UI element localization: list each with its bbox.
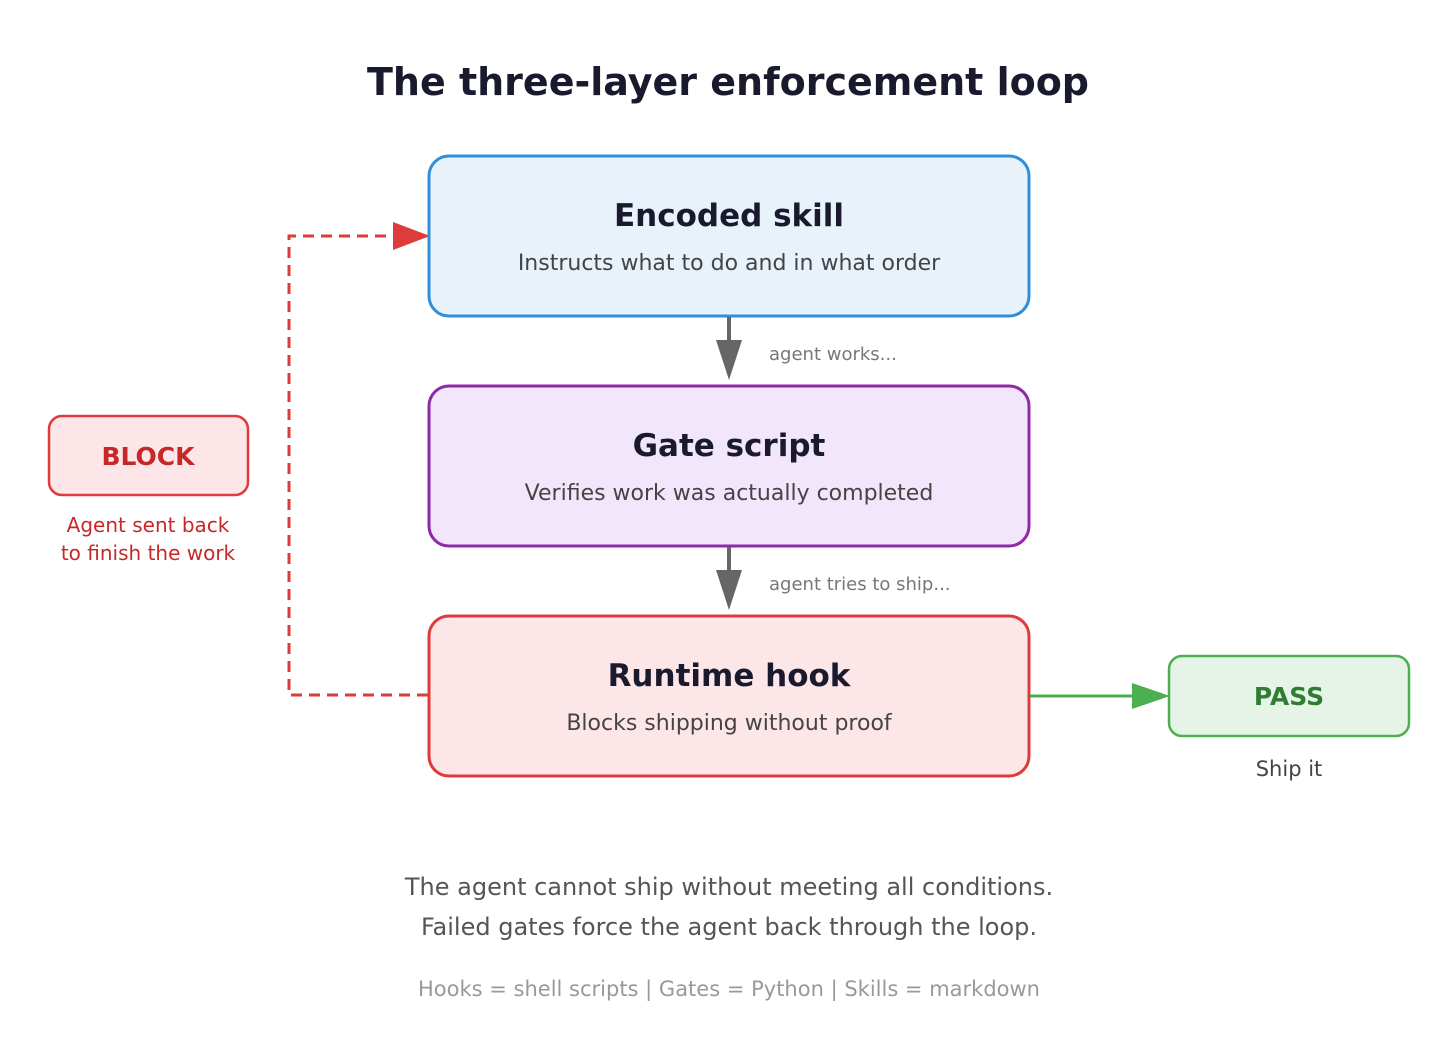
pass-box bbox=[1167, 654, 1411, 738]
step-label-agent-tries-to-ship: agent tries to ship... bbox=[769, 574, 951, 595]
pass-outcome: PASS Ship it bbox=[1167, 654, 1411, 781]
arrow-hook-to-pass-head bbox=[1132, 683, 1170, 709]
gate-script-box bbox=[427, 384, 1031, 548]
layer-runtime-hook: Runtime hook Blocks shipping without pro… bbox=[427, 614, 1031, 778]
diagram-title: The three-layer enforcement loop bbox=[367, 60, 1089, 104]
block-outcome: BLOCK Agent sent back to finish the work bbox=[47, 414, 250, 565]
gate-script-description: Verifies work was actually completed bbox=[525, 481, 934, 506]
layer-encoded-skill: Encoded skill Instructs what to do and i… bbox=[427, 154, 1031, 318]
note-line-1: The agent cannot ship without meeting al… bbox=[404, 873, 1053, 901]
feedback-loop-line bbox=[287, 234, 428, 697]
arrow-gate-to-hook-head bbox=[716, 570, 742, 610]
pass-caption: Ship it bbox=[1256, 757, 1323, 781]
runtime-hook-description: Blocks shipping without proof bbox=[566, 711, 893, 736]
step-label-agent-works: agent works... bbox=[769, 344, 897, 365]
arrow-skill-to-gate-head bbox=[716, 340, 742, 380]
runtime-hook-box bbox=[427, 614, 1031, 778]
footer-legend: Hooks = shell scripts | Gates = Python |… bbox=[418, 977, 1040, 1002]
block-label: BLOCK bbox=[101, 442, 196, 471]
encoded-skill-box bbox=[427, 154, 1031, 318]
pass-label: PASS bbox=[1254, 682, 1324, 711]
note-line-2: Failed gates force the agent back throug… bbox=[421, 913, 1037, 941]
feedback-loop-arrowhead bbox=[393, 222, 430, 250]
block-caption-line-1: Agent sent back bbox=[67, 513, 230, 537]
layer-gate-script: Gate script Verifies work was actually c… bbox=[427, 384, 1031, 548]
encoded-skill-description: Instructs what to do and in what order bbox=[518, 251, 941, 276]
block-box bbox=[47, 414, 250, 497]
block-caption-line-2: to finish the work bbox=[61, 541, 236, 565]
encoded-skill-title: Encoded skill bbox=[614, 198, 844, 234]
gate-script-title: Gate script bbox=[633, 428, 826, 464]
runtime-hook-title: Runtime hook bbox=[608, 658, 852, 694]
